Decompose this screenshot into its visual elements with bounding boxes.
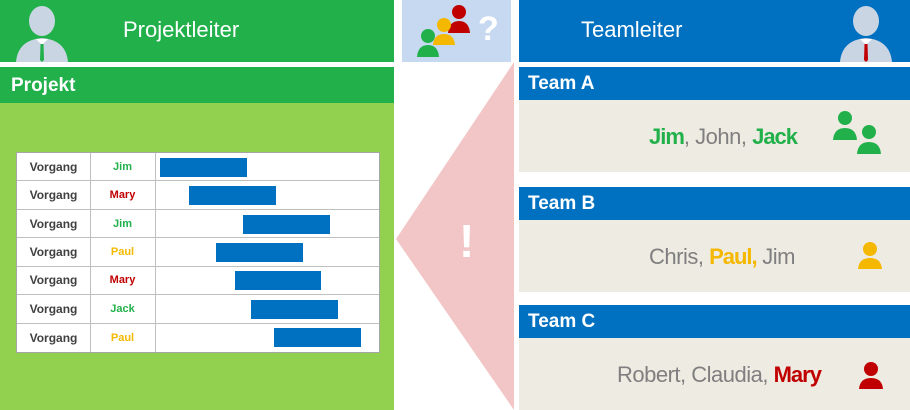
team-b-body: Chris, Paul, Jim xyxy=(519,220,910,292)
yellow-person-icon xyxy=(858,242,882,269)
two-persons-green-icon xyxy=(833,111,881,154)
team-question-icon xyxy=(417,5,470,57)
gantt-bar xyxy=(188,186,276,206)
red-person-icon xyxy=(859,362,883,389)
gantt-task-label: Vorgang xyxy=(17,238,91,266)
team-c-members-pre: Robert, Claudia, xyxy=(617,362,774,387)
team-c-members: Robert, Claudia, Mary xyxy=(617,362,822,388)
projektleiter-header: Projektleiter xyxy=(0,0,394,62)
gantt-task-label: Vorgang xyxy=(17,295,91,323)
team-a-body: Jim, John, Jack xyxy=(519,100,910,172)
team-a-lead: Jim xyxy=(649,124,685,149)
gantt-person-label: Jim xyxy=(90,209,156,238)
gantt-person-label: Paul xyxy=(90,238,156,266)
gantt-bar xyxy=(273,328,361,348)
team-c-body: Robert, Claudia, Mary xyxy=(519,338,910,410)
team-a-title: Team A xyxy=(528,73,595,94)
team-b-members: Chris, Paul, Jim xyxy=(649,244,795,270)
question-mark: ? xyxy=(478,10,499,48)
team-b-members-tail: Jim xyxy=(756,244,795,269)
team-c-title: Team C xyxy=(528,311,596,332)
gantt-person-label: Paul xyxy=(90,323,156,352)
team-c-band: Team C xyxy=(519,305,910,338)
exclamation-mark: ! xyxy=(459,215,475,267)
gantt-person-label: Mary xyxy=(90,266,156,295)
projekt-band: Projekt xyxy=(0,67,394,103)
teamleiter-title: Teamleiter xyxy=(581,17,683,42)
gantt-bar xyxy=(234,271,322,291)
person-avatar-icon xyxy=(16,6,68,62)
team-a-band: Team A xyxy=(519,67,910,100)
team-b-title: Team B xyxy=(528,193,596,214)
question-box: ? xyxy=(402,0,511,62)
gantt-bar xyxy=(251,299,339,319)
gantt-task-label: Vorgang xyxy=(17,266,91,295)
team-a-members: Jim, John, Jack xyxy=(649,124,798,150)
team-b-lead: Paul, xyxy=(709,244,758,269)
gantt-person-label: Jim xyxy=(90,153,156,181)
gantt-bar xyxy=(160,157,247,177)
gantt-person-label: Mary xyxy=(90,181,156,209)
projekt-title: Projekt xyxy=(11,75,76,96)
gantt-task-label: Vorgang xyxy=(17,181,91,209)
gantt-task-label: Vorgang xyxy=(17,209,91,238)
person-avatar-icon xyxy=(840,6,892,62)
team-b-band: Team B xyxy=(519,187,910,220)
gantt-task-label: Vorgang xyxy=(17,153,91,181)
conflict-wedge xyxy=(396,62,514,410)
gantt-bar xyxy=(242,214,330,234)
projektleiter-title: Projektleiter xyxy=(123,17,240,42)
green-person-icon xyxy=(417,29,439,57)
team-c-lead: Mary xyxy=(773,362,822,387)
red-person-icon xyxy=(448,5,470,33)
team-a-members-mid: , John, xyxy=(683,124,753,149)
team-b-members-pre: Chris, xyxy=(649,244,710,269)
yellow-person-icon xyxy=(433,18,455,45)
gantt-task-label: Vorgang xyxy=(17,323,91,352)
gantt-bar xyxy=(215,242,303,262)
gantt-person-label: Jack xyxy=(90,295,156,323)
team-a-lead2: Jack xyxy=(752,124,798,149)
